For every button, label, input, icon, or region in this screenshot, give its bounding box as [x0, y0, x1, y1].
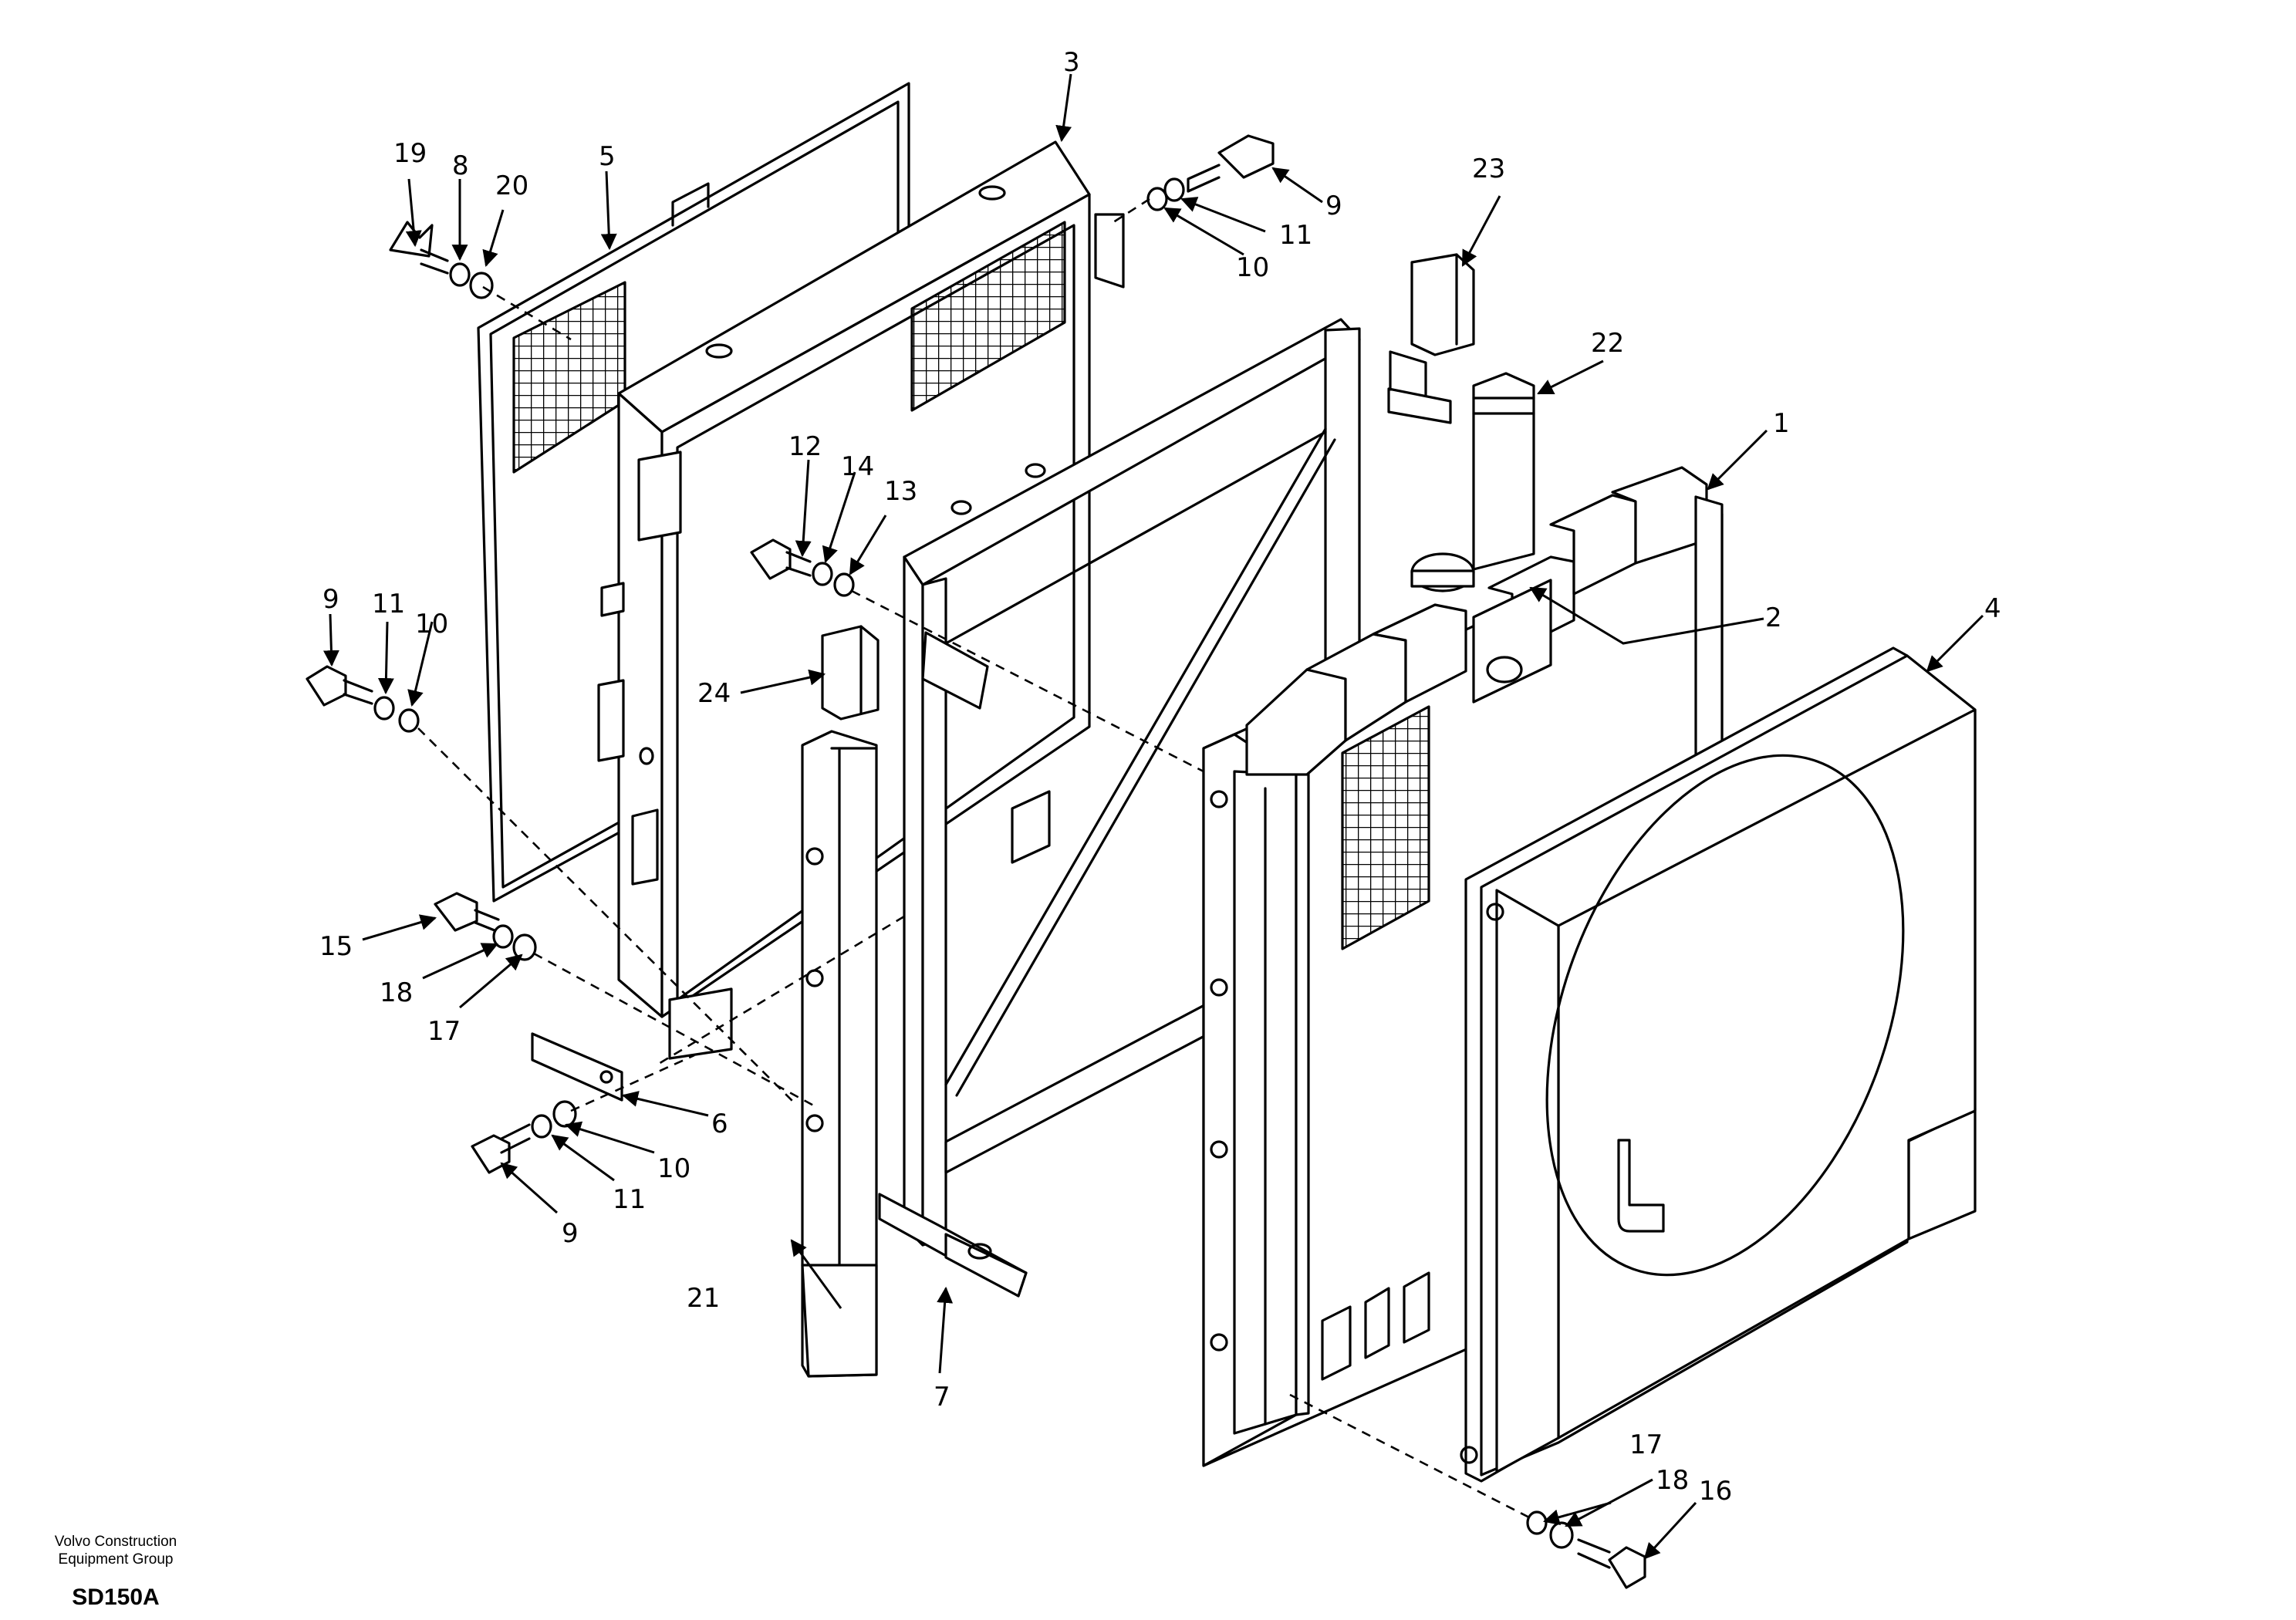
- company-line-1: Volvo Construction: [54, 1534, 177, 1550]
- label-11-left: 11: [372, 589, 405, 619]
- label-9-bottom: 9: [562, 1218, 579, 1249]
- label-13: 13: [884, 476, 917, 507]
- label-21: 21: [687, 1283, 720, 1314]
- label-10-top: 10: [1236, 252, 1269, 283]
- label-8: 8: [452, 150, 469, 181]
- label-5: 5: [599, 141, 616, 172]
- label-12: 12: [788, 431, 822, 462]
- label-18-right: 18: [1656, 1465, 1689, 1496]
- label-6: 6: [711, 1109, 728, 1139]
- label-16: 16: [1699, 1476, 1732, 1507]
- label-23: 23: [1472, 154, 1505, 184]
- rubber-pad-23: [1410, 253, 1475, 356]
- label-9-left: 9: [322, 584, 339, 615]
- label-20: 20: [495, 170, 528, 201]
- label-17-left: 17: [427, 1016, 461, 1047]
- label-2: 2: [1765, 602, 1782, 633]
- part-labels: 1 2 3 4 5 6 7 8 9 9 9 10 10 10 11 11 11 …: [319, 47, 2001, 1507]
- rubber-pad-24: [821, 625, 880, 721]
- label-9-top: 9: [1325, 191, 1342, 221]
- label-11-bottom: 11: [613, 1184, 646, 1215]
- label-4: 4: [1984, 593, 2001, 624]
- label-14: 14: [841, 451, 874, 482]
- label-3: 3: [1063, 47, 1080, 78]
- label-19: 19: [393, 138, 427, 169]
- label-18-left: 18: [380, 977, 413, 1008]
- side-support-21: [801, 730, 878, 1378]
- label-10-bottom: 10: [657, 1153, 690, 1184]
- label-7: 7: [934, 1382, 950, 1412]
- label-22: 22: [1591, 328, 1624, 359]
- label-11-top: 11: [1279, 220, 1312, 251]
- label-15: 15: [319, 931, 353, 962]
- callout-leaders: [322, 73, 1984, 1560]
- drawing-code: SD150A: [72, 1585, 160, 1610]
- company-line-2: Equipment Group: [58, 1551, 174, 1568]
- fan-shroud: [1460, 646, 1977, 1483]
- label-10-left: 10: [415, 609, 448, 640]
- seal-strip-22: [1472, 372, 1535, 571]
- label-24: 24: [697, 678, 731, 709]
- label-1: 1: [1773, 408, 1790, 439]
- rear-frame: [597, 140, 1125, 1060]
- assembly-lines: [417, 197, 1531, 1520]
- label-17-right: 17: [1629, 1429, 1663, 1460]
- company-name: Volvo Construction Equipment Group: [0, 1533, 231, 1568]
